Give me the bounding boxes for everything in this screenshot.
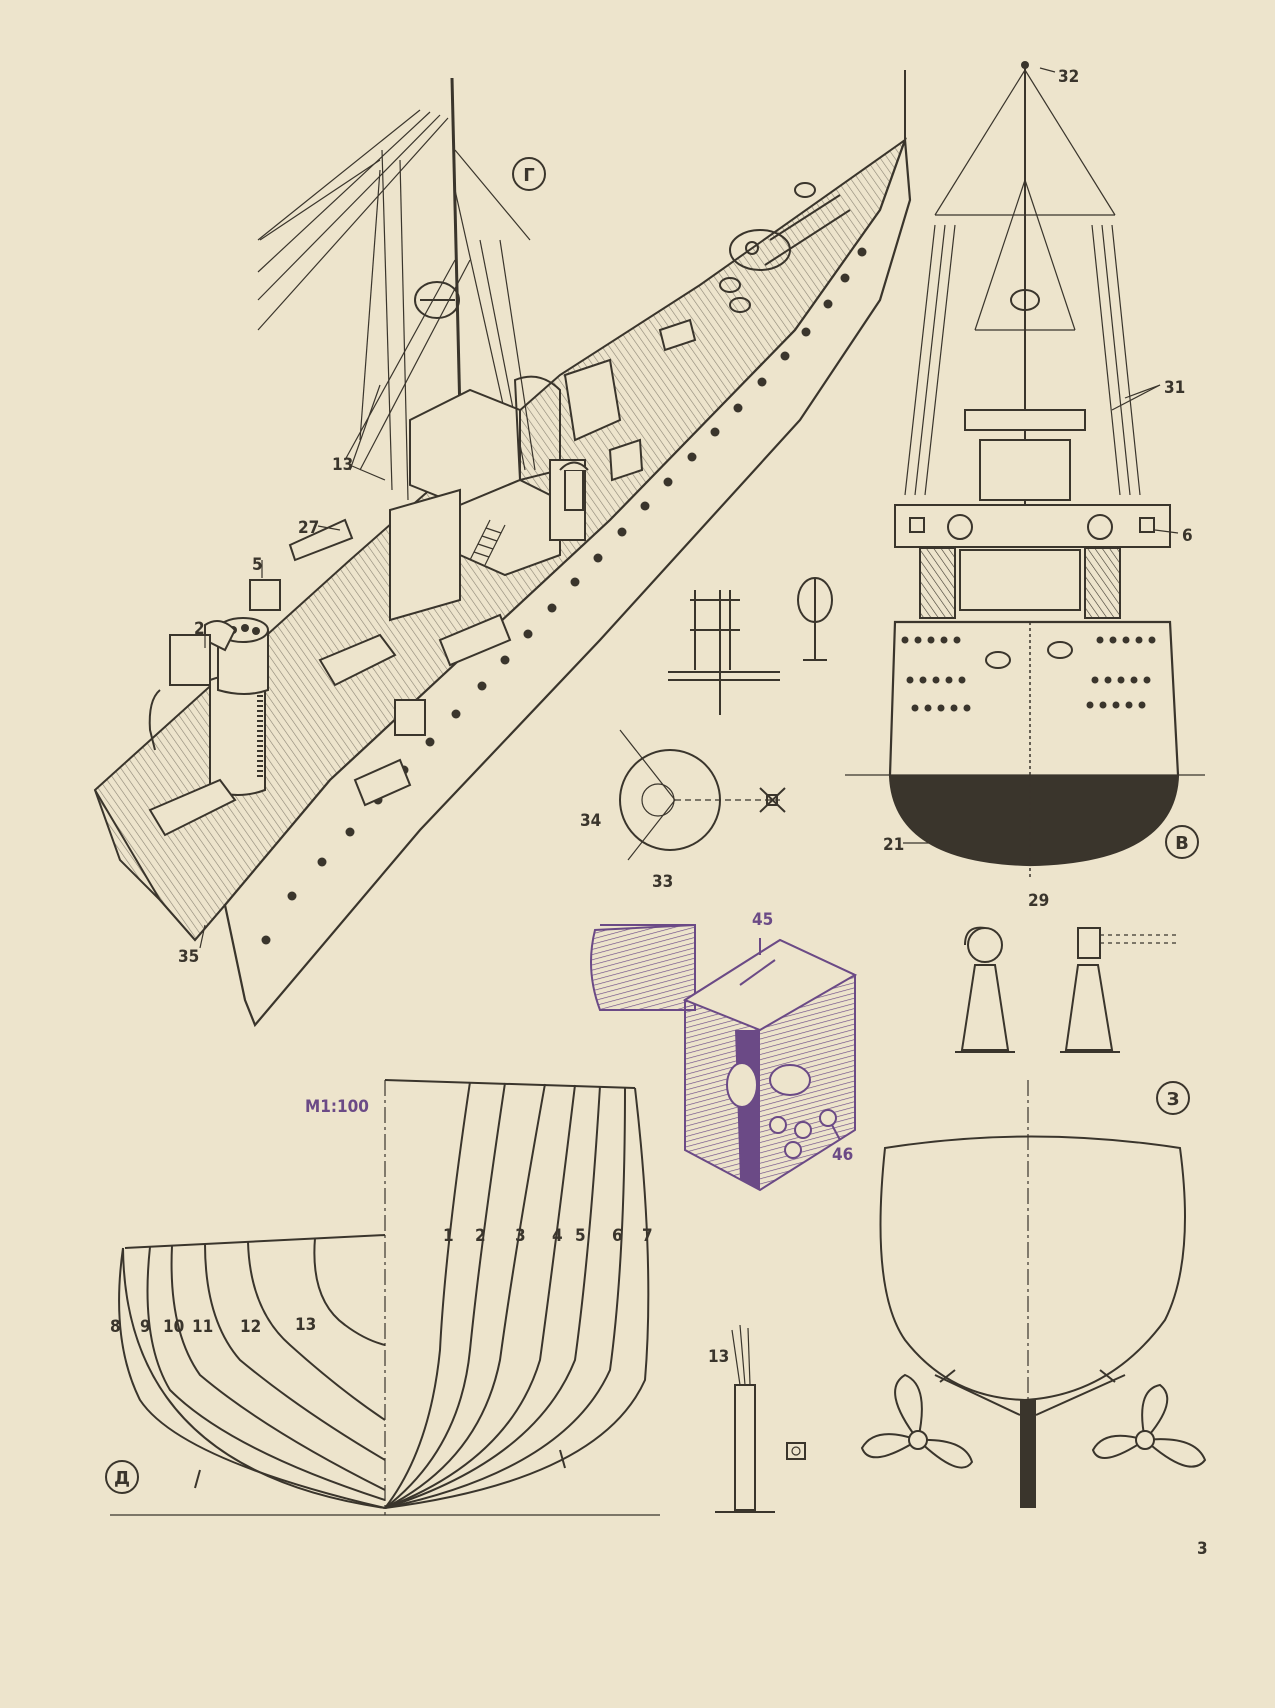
station-8: 8 xyxy=(110,1317,121,1337)
leader-32 xyxy=(1039,67,1056,73)
stern-hull xyxy=(879,1135,1186,1402)
callout-2: 2 xyxy=(194,619,205,639)
detail-rod-13: 13 xyxy=(708,1324,806,1513)
bridge-superstructure xyxy=(389,358,622,622)
view-marker-g xyxy=(512,157,546,191)
detail-purple-block: 45 46 xyxy=(590,910,858,1192)
callout-45: 45 xyxy=(752,910,773,930)
callout-21: 21 xyxy=(883,835,904,855)
callout-6: 6 xyxy=(1182,526,1193,546)
masthead-light xyxy=(1021,61,1029,69)
callout-33: 33 xyxy=(652,872,673,892)
ladder xyxy=(469,519,506,566)
shaft-bracket-right xyxy=(1035,1374,1126,1416)
callout-31: 31 xyxy=(1164,378,1185,398)
station-7: 7 xyxy=(642,1226,653,1246)
view-label-g: Г xyxy=(523,165,534,186)
station-6: 6 xyxy=(612,1226,623,1246)
station-1: 1 xyxy=(443,1226,454,1246)
view-z-stern-section: З xyxy=(860,1080,1207,1510)
hawse-pipe-left xyxy=(985,651,1011,669)
view-g-isometric-deck: Г 2 5 13 27 35 xyxy=(93,70,912,1028)
page-number: 3 xyxy=(1197,1539,1208,1559)
callout-13: 13 xyxy=(332,455,353,475)
fore-sections xyxy=(384,1081,650,1509)
view-marker-z xyxy=(1156,1081,1190,1115)
station-9: 9 xyxy=(140,1317,151,1337)
callout-13b: 13 xyxy=(708,1347,729,1367)
bow-hull-underwater xyxy=(890,775,1178,865)
rudder xyxy=(1020,1400,1036,1508)
callout-34: 34 xyxy=(580,811,601,831)
portholes-hull xyxy=(261,247,867,945)
detail-mast-fitting xyxy=(668,577,833,715)
station-13: 13 xyxy=(295,1315,316,1335)
callout-leaders-g xyxy=(199,465,386,949)
station-4: 4 xyxy=(552,1226,563,1246)
propeller-left xyxy=(860,1373,974,1469)
bow-superstructure xyxy=(894,409,1171,619)
view-label-v: В xyxy=(1175,833,1189,854)
station-5: 5 xyxy=(575,1226,586,1246)
aft-outline xyxy=(122,1247,386,1509)
scale-label: М1:100 xyxy=(305,1097,369,1117)
bow-portholes xyxy=(901,636,1156,712)
view-d-body-plan: 1 2 3 4 5 6 7 8 9 10 11 12 13 М1:100 Д xyxy=(105,1079,660,1516)
view-label-z: З xyxy=(1167,1089,1180,1110)
bow-crows-nest xyxy=(1010,289,1040,311)
aft-sections xyxy=(118,1237,386,1509)
callout-29: 29 xyxy=(1028,891,1049,911)
anchor-gear xyxy=(719,182,851,313)
station-11: 11 xyxy=(192,1317,213,1337)
view-v-bow-elevation: 32 31 6 21 29 В xyxy=(845,61,1205,911)
view-marker-v xyxy=(1165,825,1199,859)
detail-searchlight-plan: 34 33 xyxy=(580,729,786,892)
leader-31 xyxy=(1124,384,1161,399)
bow-mast-stays xyxy=(904,65,1141,505)
station-2: 2 xyxy=(475,1226,486,1246)
leader-31b xyxy=(1111,384,1161,411)
crows-nest xyxy=(414,281,460,319)
shaft-bracket-left xyxy=(934,1374,1021,1416)
view-marker-d xyxy=(105,1460,139,1494)
station-12: 12 xyxy=(240,1317,261,1337)
callout-35: 35 xyxy=(178,947,199,967)
callout-32: 32 xyxy=(1058,67,1079,87)
hawse-pipe-right xyxy=(1047,641,1073,659)
callout-27: 27 xyxy=(298,518,319,538)
davit xyxy=(148,689,161,751)
detail-searchlights xyxy=(955,926,1180,1053)
hull-side xyxy=(223,139,912,1028)
ventilators xyxy=(559,461,589,511)
view-label-d: Д xyxy=(114,1468,130,1489)
deck-fittings xyxy=(148,318,697,837)
callout-5: 5 xyxy=(252,555,263,575)
leader-6 xyxy=(1154,529,1179,534)
station-3: 3 xyxy=(515,1226,526,1246)
cut-edge xyxy=(94,789,226,942)
station-10: 10 xyxy=(163,1317,184,1337)
propeller-right xyxy=(1091,1383,1207,1468)
callout-46: 46 xyxy=(832,1145,853,1165)
